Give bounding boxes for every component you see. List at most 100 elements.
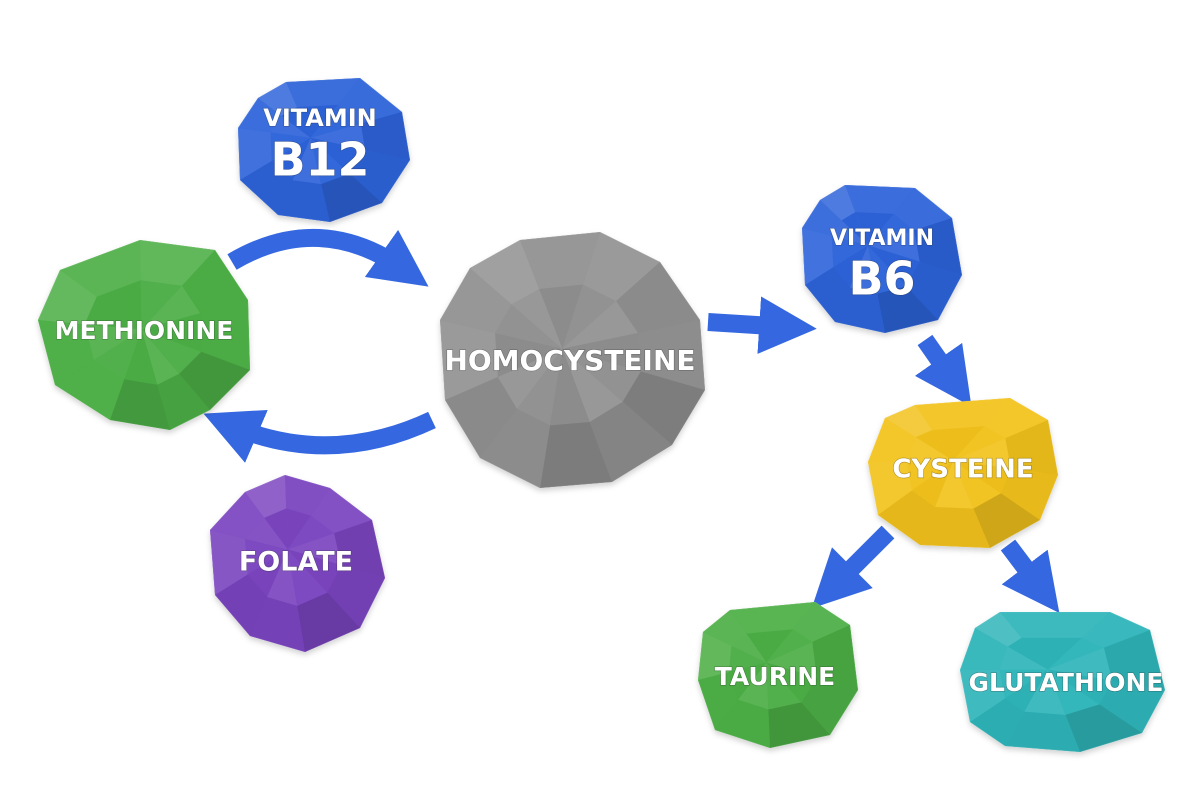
glutathione-inner-facet [999,646,1048,670]
cysteine-inner-facet [953,426,1006,461]
cysteine-inner-facet [911,460,954,508]
arrow-homocysteine-to-methionine [203,409,436,463]
homocysteine-inner-facet [511,288,563,349]
vitamin-b12-inner-facet [270,132,311,162]
vitamin-b12-inner-facet [296,104,338,138]
taurine-outline [697,601,859,749]
homocysteine-inner-facet [495,332,563,377]
arrows-layer [203,228,1060,613]
glutathione-inner-facet [1047,669,1113,705]
node-glutathione [959,611,1166,753]
vitamin-b6-inner-facet [867,245,907,294]
node-vitamin-b12 [237,77,411,223]
methionine-inner-facet [141,285,201,330]
vitamin-b6-inner-facet [855,212,894,246]
methionine-inner-facet [140,280,182,330]
vitamin-b6-inner-facet [867,245,920,287]
folate-inner-facet [286,508,311,550]
glutathione-inner-facet [1047,637,1104,670]
folate-inner-facet [287,515,335,550]
methionine-inner-facet [124,329,158,385]
node-methionine [37,239,251,431]
glutathione-label: GLUTATHIONE [969,668,1164,697]
cysteine-inner-facet [906,437,954,462]
cysteine-inner-facet [953,438,1011,469]
arrow-homocysteine-to-b6 [707,296,817,354]
homocysteine-inner-facet [562,348,623,423]
methionine-outline [37,239,251,431]
homocysteine-inner-facet [539,284,584,349]
vitamin-b6-inner-facet [841,212,868,246]
vitamin-b6-label-line1: VITAMIN [830,226,934,251]
vitamin-b6-inner-facet [867,230,920,262]
homocysteine-inner-facet [562,284,617,349]
taurine-inner-facet [766,641,817,678]
glutathione-inner-facet [1047,669,1100,715]
vitamin-b12-outline [237,77,411,223]
vitamin-b6-outline [801,184,963,334]
methionine-inner-facet [141,313,202,352]
arrow-b12-to-homocysteine [227,228,429,287]
folate-inner-facet [287,533,342,566]
methionine-inner-facet [141,329,180,385]
taurine-label: TAURINE [715,662,836,691]
labels-layer: VITAMIN B12 METHIONINE HOMOCYSTEINE FOLA… [54,103,1164,697]
folate-inner-facet [264,508,288,550]
folate-inner-facet [266,549,298,606]
cysteine-inner-facet [915,430,954,461]
folate-label: FOLATE [239,547,353,578]
methionine-inner-facet [84,324,142,361]
glutathione-inner-facet [1007,637,1048,670]
glutathione-inner-facet [1024,669,1066,715]
vitamin-b12-inner-facet [310,137,350,185]
vitamin-b6-inner-facet [849,245,878,294]
cysteine-inner-facet [934,460,974,509]
vitamin-b6-inner-facet [867,213,915,246]
taurine-inner-facet [728,662,767,700]
vitamin-b12-label-line2: B12 [270,133,369,187]
homocysteine-inner-facet [517,348,563,426]
vitamin-b12-inner-facet [292,137,322,185]
folate-inner-facet [247,549,288,598]
folate-inner-facet [244,538,288,575]
methionine-inner-facet [96,280,142,330]
homocysteine-outline [439,231,706,489]
folate-inner-facet [244,517,288,550]
homocysteine-inner-facet [550,348,590,426]
vitamin-b12-label-line1: VITAMIN [263,104,376,132]
taurine-inner-facet [728,645,767,673]
vitamin-b12-inner-facet [310,123,366,151]
node-vitamin-b6 [801,184,963,334]
homocysteine-inner-facet [562,348,641,402]
cysteine-outline [867,397,1059,549]
taurine-inner-facet [766,662,802,710]
methionine-inner-facet [84,296,142,330]
vitamin-b12-inner-facet [281,107,311,138]
homocysteine-inner-facet [497,348,563,409]
taurine-inner-facet [746,629,794,663]
homocysteine-inner-facet [495,304,563,349]
node-cysteine [867,397,1059,549]
vitamin-b6-inner-facet [833,245,868,288]
methionine-label: METHIONINE [55,316,234,345]
vitamin-b6-inner-facet [831,235,868,268]
node-homocysteine [439,231,706,489]
vitamin-b12-inner-facet [310,137,366,174]
cysteine-label: CYSTEINE [892,455,1033,485]
taurine-inner-facet [738,662,769,710]
taurine-inner-facet [766,662,817,703]
glutathione-outline [959,611,1166,753]
taurine-inner-facet [766,629,813,663]
folate-inner-facet [287,549,328,606]
glutathione-inner-facet [999,669,1048,699]
homocysteine-label: HOMOCYSTEINE [444,344,695,377]
vitamin-b12-inner-facet [310,104,361,138]
arrow-cysteine-to-glutathione [1000,539,1060,613]
cysteine-inner-facet [906,460,954,491]
vitamin-b6-inner-facet [831,220,868,246]
vitamin-b6-label-line2: B6 [848,252,915,306]
vitamin-b12-inner-facet [271,137,311,181]
homocysteine-inner-facet [562,301,639,349]
